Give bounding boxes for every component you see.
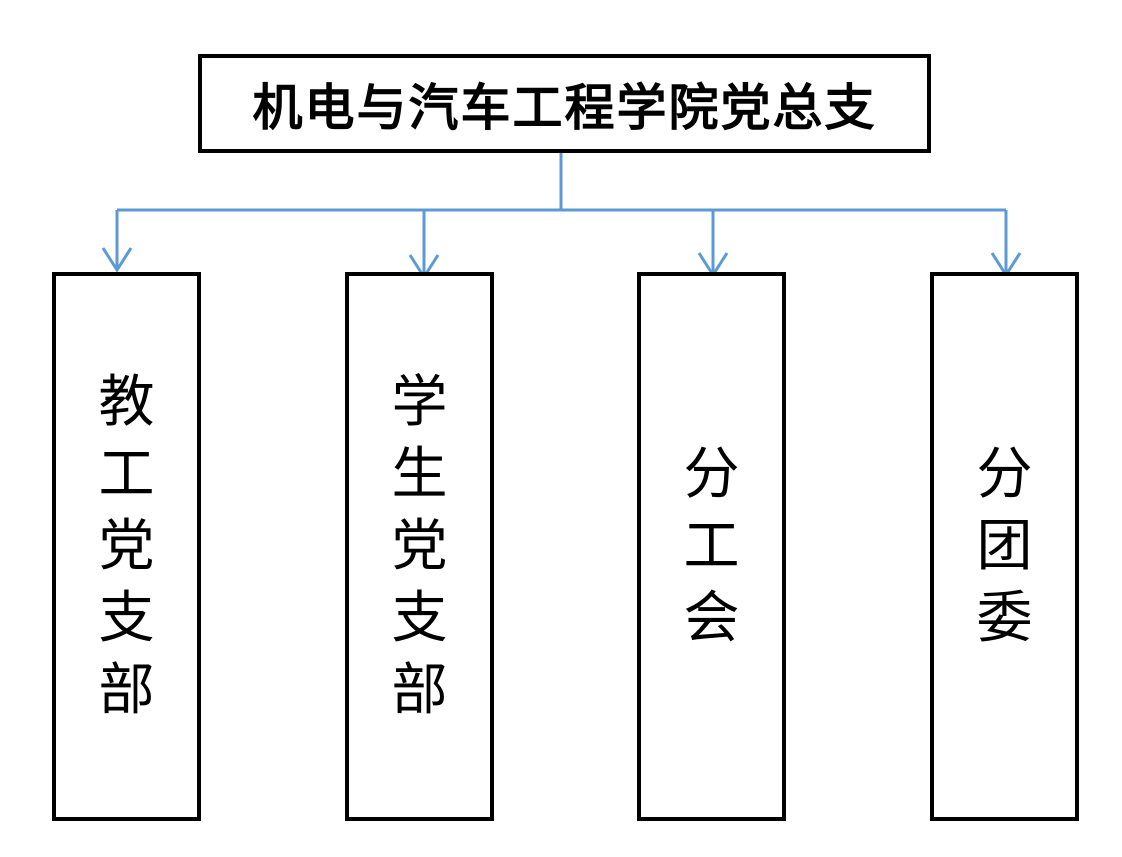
label-char: 委 bbox=[976, 585, 1033, 651]
root-node-box: 机电与汽车工程学院党总支 bbox=[198, 54, 931, 153]
label-char: 团 bbox=[976, 513, 1033, 579]
label-char: 部 bbox=[98, 657, 155, 723]
label-char: 分 bbox=[976, 441, 1033, 507]
label-char: 党 bbox=[98, 513, 155, 579]
label-char: 党 bbox=[391, 513, 448, 579]
root-node-label: 机电与汽车工程学院党总支 bbox=[252, 78, 877, 137]
child-node-label-3: 分工会 bbox=[684, 439, 740, 655]
child-node-box-2: 学生党支部 bbox=[345, 272, 494, 821]
child-node-box-4: 分团委 bbox=[930, 272, 1079, 821]
child-node-label-1: 教工党支部 bbox=[99, 367, 155, 727]
label-char: 工 bbox=[98, 441, 155, 507]
label-char: 部 bbox=[391, 657, 448, 723]
child-node-label-2: 学生党支部 bbox=[392, 367, 448, 727]
label-char: 分 bbox=[683, 441, 740, 507]
child-node-box-3: 分工会 bbox=[637, 272, 786, 821]
label-char: 教 bbox=[98, 369, 155, 435]
arrowhead-1 bbox=[101, 247, 133, 273]
label-char: 工 bbox=[683, 513, 740, 579]
child-node-label-4: 分团委 bbox=[977, 439, 1033, 655]
child-node-box-1: 教工党支部 bbox=[52, 272, 201, 821]
label-char: 支 bbox=[391, 585, 448, 651]
label-char: 学 bbox=[391, 369, 448, 435]
label-char: 生 bbox=[391, 441, 448, 507]
label-char: 支 bbox=[98, 585, 155, 651]
label-char: 会 bbox=[683, 585, 740, 651]
